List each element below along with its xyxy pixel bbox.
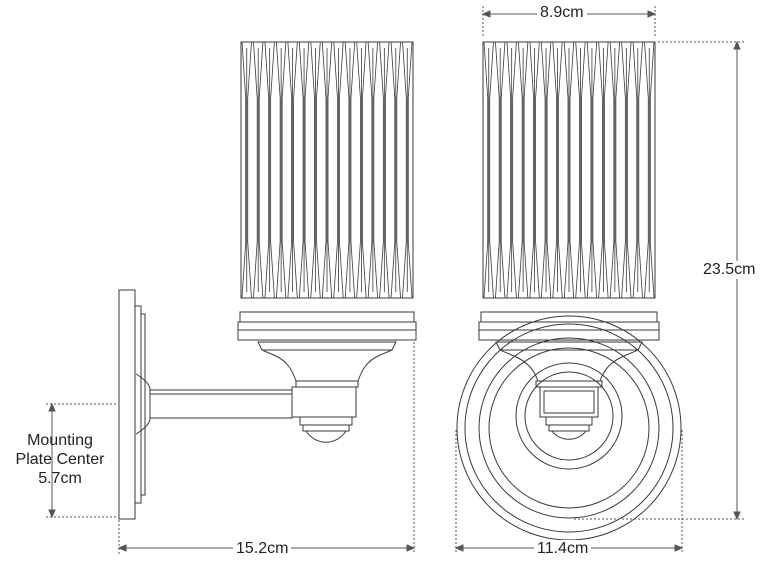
glass-flute: [609, 41, 620, 299]
glass-flute: [264, 41, 275, 299]
glass-flute: [356, 41, 367, 299]
glass-flute: [321, 41, 333, 299]
glass-flute: [298, 41, 310, 299]
mounting-label-value: 5.7cm: [38, 470, 82, 487]
dim-line-height: [574, 40, 744, 521]
front-shade: [482, 41, 656, 299]
shade-width-label: 8.9cm: [537, 4, 587, 22]
glass-flute: [367, 41, 378, 299]
glass-flute: [644, 41, 655, 299]
glass-flute: [621, 41, 632, 299]
glass-flute: [632, 41, 643, 299]
mounting-label-line2: Plate Center: [15, 451, 105, 468]
mounting-plate-center-label: Mounting Plate Center 5.7cm: [4, 431, 116, 488]
glass-flute: [287, 41, 298, 299]
glass-flute: [495, 41, 506, 299]
glass-flute: [529, 41, 540, 299]
glass-flute: [540, 41, 552, 299]
glass-flute: [241, 41, 252, 299]
dim-line-backplate-width: [454, 430, 684, 554]
glass-flute: [390, 41, 401, 299]
glass-flute: [253, 41, 264, 299]
glass-flute: [333, 41, 344, 299]
glass-flute: [586, 41, 598, 299]
glass-flute: [402, 41, 413, 299]
glass-flute: [379, 41, 390, 299]
side-view: [118, 41, 417, 520]
side-shade: [240, 41, 414, 299]
dim-line-mounting-center: [46, 402, 118, 519]
glass-flute: [518, 41, 529, 299]
glass-flute: [276, 41, 287, 299]
glass-flute: [563, 41, 575, 299]
front-view: [456, 41, 682, 541]
glass-flute: [506, 41, 517, 299]
glass-flute: [552, 41, 563, 299]
dim-line-projection: [117, 342, 416, 554]
glass-flute: [598, 41, 609, 299]
glass-flute: [310, 41, 321, 299]
backplate-width-label: 11.4cm: [534, 540, 592, 558]
height-label: 23.5cm: [700, 261, 759, 279]
glass-flute: [575, 41, 586, 299]
glass-flute: [344, 41, 356, 299]
mounting-label-line1: Mounting: [27, 432, 93, 449]
glass-flute: [483, 41, 494, 299]
projection-label: 15.2cm: [233, 540, 292, 558]
